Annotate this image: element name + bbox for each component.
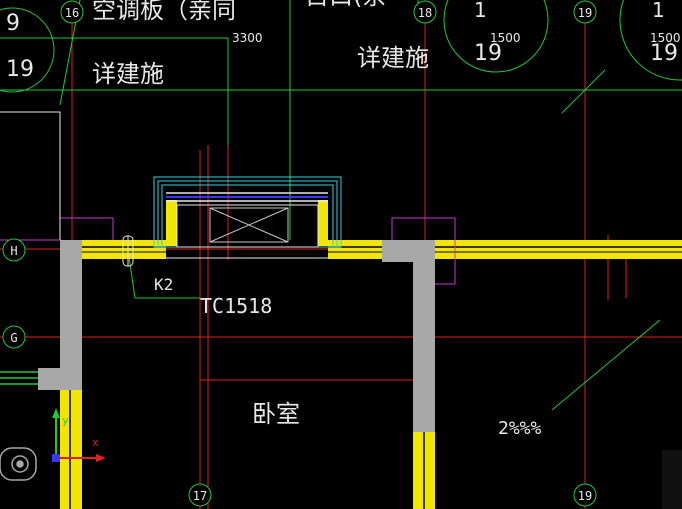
k2-tag-symbol bbox=[122, 235, 134, 267]
label-room-name: 卧室 bbox=[252, 400, 300, 428]
label-dimension-3300: 3300 bbox=[232, 31, 263, 45]
wall-top-right bbox=[435, 240, 682, 259]
ucs-x-label: x bbox=[92, 436, 99, 449]
label-circle-mid-dimension: 1500 bbox=[490, 31, 521, 45]
label-aircon-board: 空调板（亲同 bbox=[92, 0, 236, 24]
label-circle-mid-top: 1 bbox=[474, 0, 487, 22]
column-left-upper bbox=[60, 240, 82, 390]
grid-bubble-16 bbox=[60, 0, 84, 24]
wall-stub-left bbox=[0, 371, 38, 385]
label-window-code: TC1518 bbox=[200, 294, 272, 318]
grid-bubble-labels: 16 18 19 H G 17 19 bbox=[10, 6, 592, 503]
ucs-icon: x y bbox=[52, 408, 106, 462]
label-see-detail-1: 详建施 bbox=[92, 60, 164, 88]
label-circle-right-bottom: 19 bbox=[650, 41, 678, 66]
grid-label-19-bottom: 19 bbox=[578, 489, 592, 503]
viewport-shadow bbox=[662, 450, 682, 509]
wall-left-vertical bbox=[60, 390, 82, 509]
label-column-k2: K2 bbox=[154, 275, 173, 294]
label-circle-right-dimension: 1500 bbox=[650, 31, 681, 45]
grid-bubbles bbox=[2, 0, 597, 507]
annotations: 空调板（亲同 目口(余 详建施 详建施 19 9 1 19 1500 1 19 … bbox=[6, 0, 681, 439]
leader-circle-left bbox=[0, 7, 55, 93]
label-see-detail-2: 详建施 bbox=[357, 44, 429, 72]
window-tc1518 bbox=[153, 176, 342, 259]
grid-bubble-17 bbox=[188, 483, 212, 507]
ucs-y-label: y bbox=[62, 414, 69, 427]
outline-left bbox=[0, 111, 61, 240]
column-left-corner bbox=[38, 368, 82, 390]
grid-label-17: 17 bbox=[193, 489, 207, 503]
wall-top-mid bbox=[328, 240, 382, 259]
grid-label-19-top: 19 bbox=[578, 6, 592, 20]
label-circle-mid-bottom: 19 bbox=[474, 41, 502, 66]
grid-bubble-18 bbox=[413, 0, 437, 24]
grid-label-16: 16 bbox=[65, 6, 79, 20]
columns bbox=[38, 240, 435, 432]
grid-label-G: G bbox=[10, 331, 17, 345]
label-circle-right-top: 1 bbox=[652, 0, 665, 22]
aircon-unit bbox=[209, 207, 289, 243]
leader-slope bbox=[551, 319, 661, 411]
window-jamb-right bbox=[318, 200, 328, 246]
grid-bubble-H bbox=[2, 238, 26, 262]
wall-top-left bbox=[60, 240, 166, 259]
leader-mid-diag bbox=[561, 69, 606, 114]
leader-circle-right bbox=[619, 0, 682, 81]
label-slope: 2%%% bbox=[498, 418, 542, 439]
walls bbox=[60, 200, 682, 509]
grid-label-18: 18 bbox=[418, 6, 432, 20]
window-jamb-left bbox=[166, 200, 177, 246]
fixture-partial bbox=[0, 447, 37, 481]
grid-bubble-G bbox=[2, 325, 26, 349]
grid-label-H: H bbox=[10, 244, 17, 258]
grid-bubble-19-top bbox=[573, 0, 597, 24]
label-circle-left-number: 19 bbox=[6, 57, 34, 82]
grid-bubble-19-bottom bbox=[573, 483, 597, 507]
leader-lines bbox=[0, 0, 682, 411]
column-right-vertical bbox=[413, 240, 435, 432]
label-circle-left-top: 9 bbox=[6, 11, 20, 36]
leader-circle-mid bbox=[443, 0, 549, 73]
label-top-partial: 目口(余 bbox=[305, 0, 386, 10]
